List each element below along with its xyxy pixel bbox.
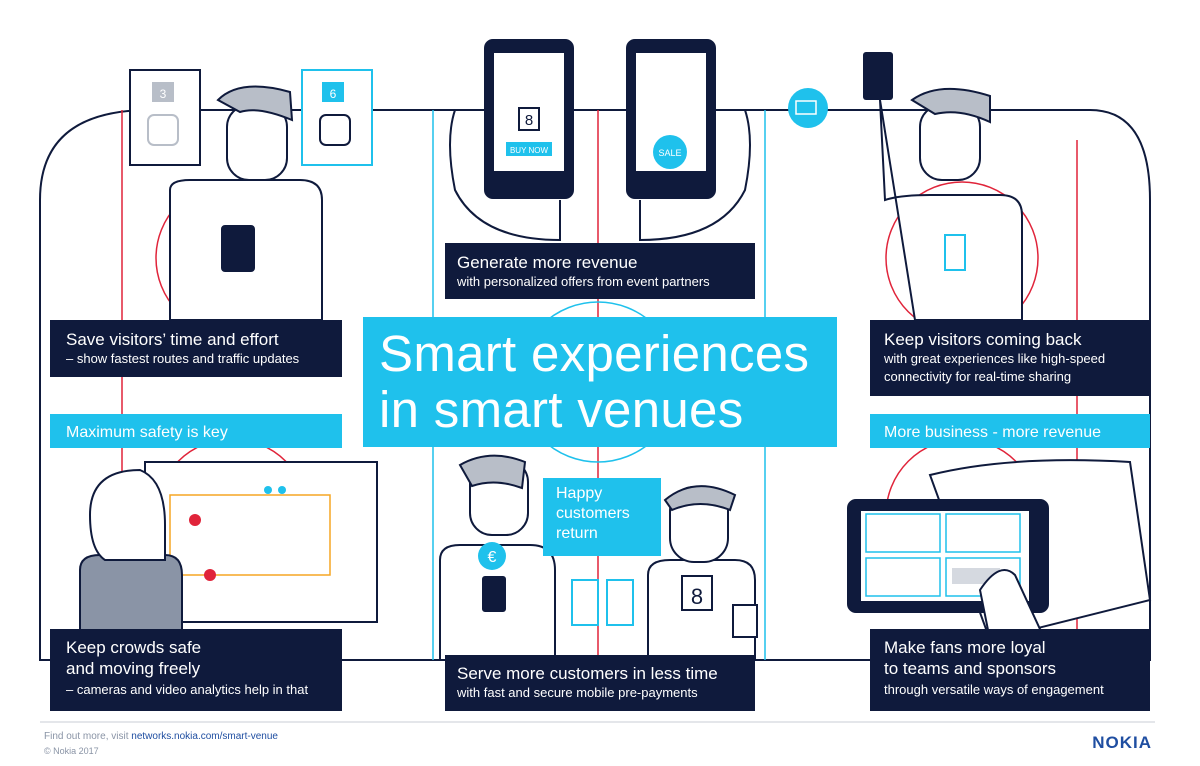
man-topleft [169,85,323,321]
panel-coming-back: Keep visitors coming back with great exp… [870,320,1150,396]
panel-fans-title2: to teams and sponsors [884,659,1056,678]
phone-badge-number: 8 [525,112,533,129]
footer-copyright: © Nokia 2017 [44,746,99,756]
train-right-number: 6 [330,87,337,101]
footer-find-more: Find out more, visit networks.nokia.com/… [44,731,278,742]
panel-serve-title: Serve more customers in less time [457,664,718,683]
phone-right [626,39,716,199]
panel-serve-sub: with fast and secure mobile pre-payments [457,685,698,700]
nokia-logo: NOKIA [1092,733,1152,752]
panel-revenue-title: Generate more revenue [457,253,638,272]
panel-revenue-sub: with personalized offers from event part… [457,274,710,289]
monitor [144,461,378,623]
euro-symbol: € [488,549,497,566]
footer-find-prefix: Find out more, visit [44,731,132,742]
hero-title-box: Smart experiences in smart venues [363,317,837,447]
banner-safety-label: Maximum safety is key [66,424,228,441]
banner-happy-line3: return [556,525,598,542]
panel-crowds: Keep crowds safe and moving freely – cam… [50,629,342,711]
banner-business: More business - more revenue [870,414,1150,448]
banner-safety: Maximum safety is key [50,414,342,448]
hand-right [639,109,751,242]
panel-fans-title1: Make fans more loyal [884,638,1046,657]
footer-link[interactable]: networks.nokia.com/smart-venue [131,731,278,742]
panel-coming-back-title: Keep visitors coming back [884,330,1082,349]
man-monitor [79,468,183,641]
rink-outline [39,109,1151,661]
tablet [847,459,1152,642]
hero-line-1: Smart experiences [379,325,810,382]
man-topright [879,87,1023,321]
jersey-number: 8 [691,584,703,609]
train-icon [147,114,179,146]
woman-center [571,485,758,661]
panel-save-time: Save visitors’ time and effort – show fa… [50,320,342,377]
train-card-left [129,69,201,166]
panel-coming-back-sub1: with great experiences like high-speed [884,351,1106,366]
hero-line-2: in smart venues [379,381,744,438]
hand-left [449,109,561,242]
train-card-right [301,69,373,166]
panel-fans: Make fans more loyal to teams and sponso… [870,629,1150,711]
man-center [439,454,556,661]
banner-happy-line1: Happy [556,485,603,502]
buy-now-label: BUY NOW [510,146,549,155]
panel-fans-sub: through versatile ways of engagement [884,682,1104,697]
banner-business-label: More business - more revenue [884,424,1101,441]
panel-serve: Serve more customers in less time with f… [445,655,755,711]
panel-crowds-sub: – cameras and video analytics help in th… [66,682,309,697]
banner-happy: Happy customers return [543,478,661,556]
train-left-number: 3 [160,87,167,101]
panel-coming-back-sub2: connectivity for real-time sharing [884,369,1072,384]
panel-crowds-title2: and moving freely [66,659,201,678]
sale-label: SALE [658,148,681,158]
train-icon [319,114,351,146]
hockey-player-icon [865,513,941,553]
panel-revenue: Generate more revenue with personalized … [445,243,755,299]
camera-swap-icon [788,88,828,128]
ice-rink-icon [945,513,1021,553]
euro-icon [478,542,506,570]
panel-crowds-title1: Keep crowds safe [66,638,202,657]
panel-save-time-sub: – show fastest routes and traffic update… [66,351,300,366]
banner-happy-line2: customers [556,505,630,522]
panel-save-time-title: Save visitors’ time and effort [66,330,279,349]
